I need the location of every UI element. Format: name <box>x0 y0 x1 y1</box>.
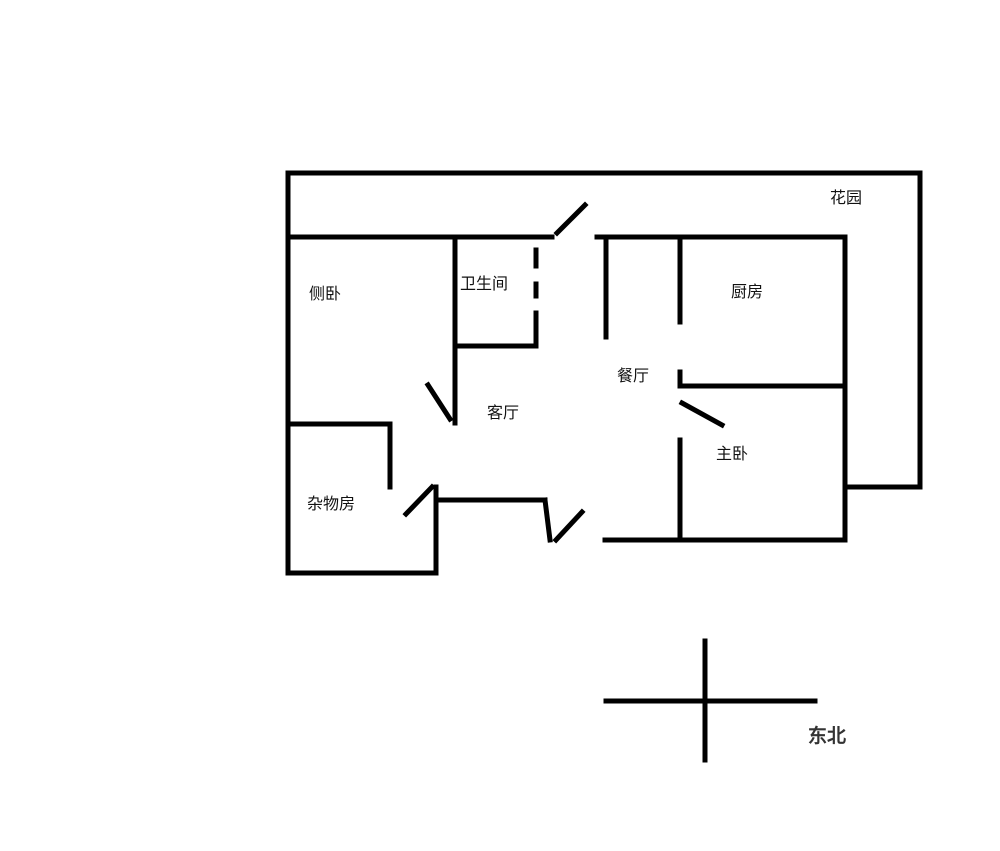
storage-door <box>402 483 436 518</box>
compass: 东北 <box>603 638 846 763</box>
south-door <box>552 508 586 544</box>
compass-label: 东北 <box>808 724 846 747</box>
entrance-door <box>553 201 589 237</box>
dining-room-label: 餐厅 <box>617 366 649 385</box>
side-bedroom-label: 侧卧 <box>309 284 341 303</box>
room-labels: 花园 侧卧 卫生间 厨房 餐厅 客厅 主卧 杂物房 <box>307 188 862 513</box>
side-bedroom-door <box>424 381 454 423</box>
kitchen-label: 厨房 <box>731 282 763 301</box>
master-bedroom-label: 主卧 <box>716 444 748 463</box>
storage-room-label: 杂物房 <box>307 494 355 513</box>
master-bedroom-door <box>678 399 726 429</box>
living-room-label: 客厅 <box>487 403 519 422</box>
bathroom-label: 卫生间 <box>460 274 508 293</box>
garden-label: 花园 <box>830 188 862 207</box>
living-room-bottom-jamb <box>542 497 553 543</box>
garden-boundary-wall <box>285 170 923 490</box>
walls <box>285 170 923 576</box>
